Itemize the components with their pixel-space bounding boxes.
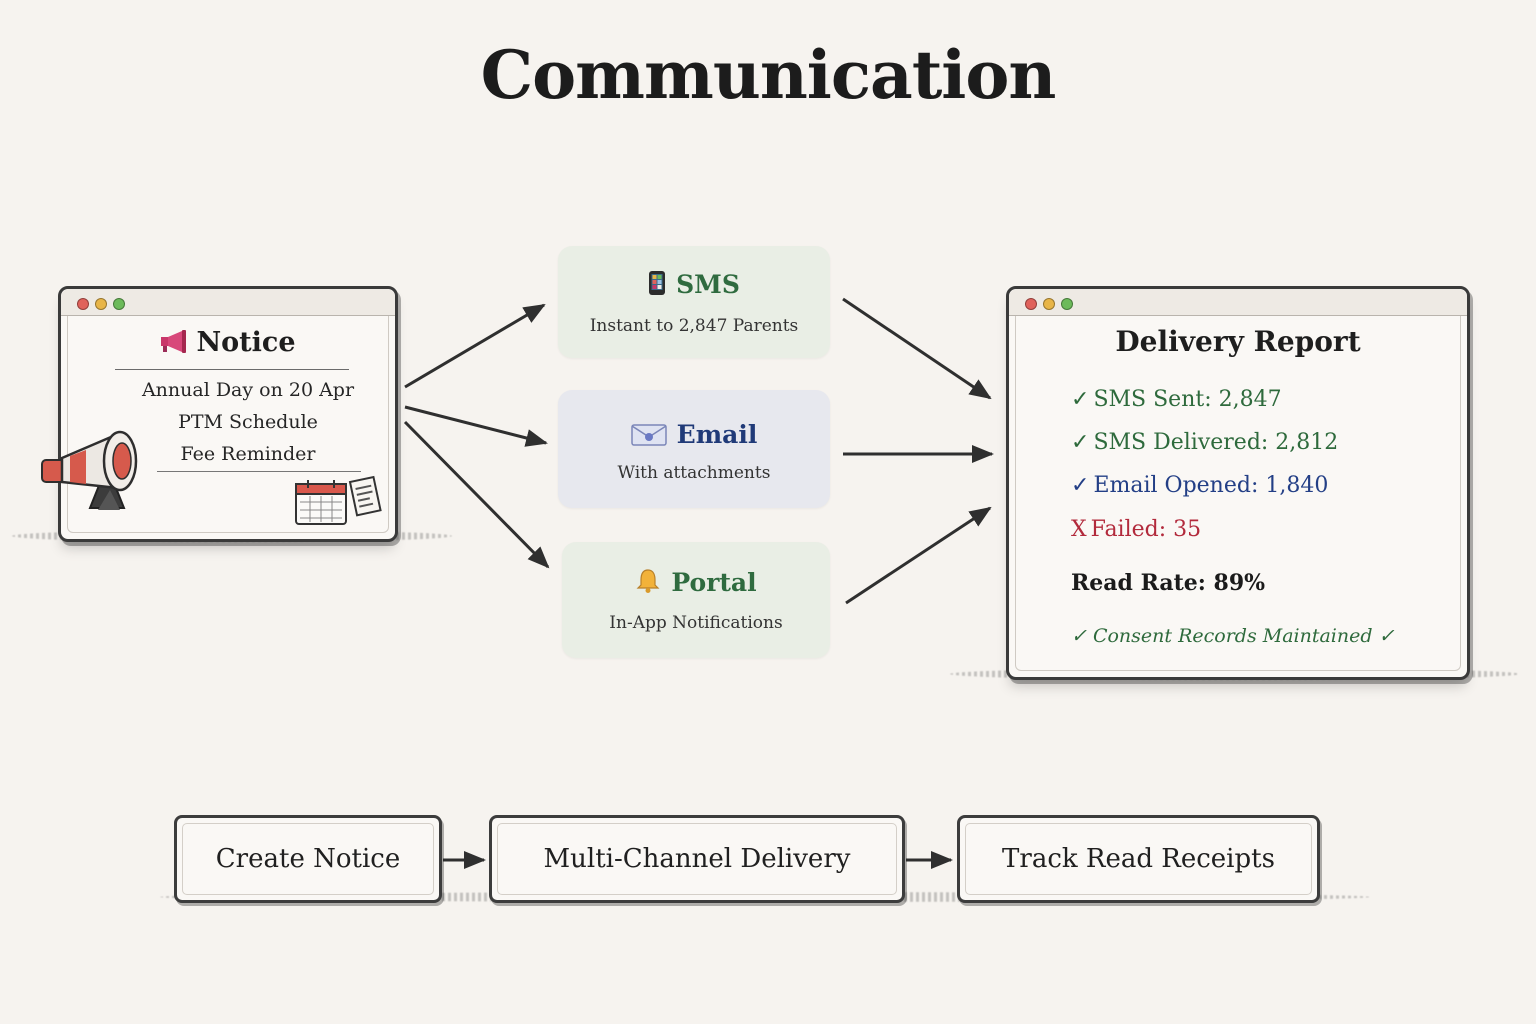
notice-item: Fee Reminder: [180, 443, 316, 465]
email-subtitle: With attachments: [617, 463, 771, 483]
notice-heading: Notice: [61, 327, 395, 360]
window-titlebar: [1009, 289, 1467, 316]
arrow-sms-to-report: [842, 297, 992, 400]
bell-icon: [635, 568, 661, 600]
portal-label: Portal: [671, 568, 757, 597]
arrow-notice-to-portal: [403, 420, 550, 569]
check-icon: ✓: [1071, 473, 1090, 498]
delivery-report-window: Delivery Report ✓SMS Sent: 2,847 ✓SMS De…: [1006, 286, 1470, 680]
report-line-text: Email Opened: 1,840: [1093, 473, 1329, 498]
window-titlebar: [61, 289, 395, 316]
notice-window: Notice Annual Day on 20 Apr PTM Schedule…: [58, 286, 398, 542]
email-channel-card: Email With attachments: [558, 390, 830, 508]
megaphone-icon: [160, 329, 188, 360]
notice-divider: [115, 369, 349, 370]
flow-step-label: Create Notice: [215, 844, 401, 874]
report-line-text: SMS Delivered: 2,812: [1093, 430, 1339, 455]
notice-divider-bottom: [157, 471, 361, 472]
read-rate: Read Rate: 89%: [1071, 570, 1266, 596]
arrow-notice-to-email: [404, 405, 548, 447]
sms-channel-card: SMS Instant to 2,847 Parents: [558, 246, 830, 358]
flow-step-multi-channel-delivery: Multi-Channel Delivery: [489, 815, 905, 903]
portal-channel-title: Portal: [562, 568, 830, 600]
check-icon: ✓: [1071, 430, 1090, 455]
flow-step-label: Track Read Receipts: [1002, 844, 1275, 874]
report-line-text: Failed: 35: [1090, 517, 1202, 542]
portal-subtitle: In-App Notifications: [609, 613, 783, 633]
notice-item: PTM Schedule: [178, 411, 318, 433]
arrow-portal-to-report: [845, 506, 992, 605]
sms-label: SMS: [676, 270, 740, 299]
sms-channel-title: SMS: [558, 270, 830, 302]
flow-step-create-notice: Create Notice: [174, 815, 442, 903]
envelope-icon: [630, 423, 667, 452]
cross-icon: X: [1071, 517, 1087, 542]
notice-item: Annual Day on 20 Apr: [141, 379, 355, 401]
close-dot-icon: [1025, 298, 1037, 310]
email-channel-title: Email: [558, 420, 830, 452]
report-line-sms-delivered: ✓SMS Delivered: 2,812: [1071, 430, 1338, 455]
close-dot-icon: [77, 298, 89, 310]
arrow-notice-to-sms: [404, 303, 546, 389]
page-title: Communication: [480, 36, 1057, 114]
notice-heading-label: Notice: [196, 327, 296, 358]
report-line-sms-sent: ✓SMS Sent: 2,847: [1071, 387, 1282, 412]
flow-step-label: Multi-Channel Delivery: [543, 844, 851, 874]
maximize-dot-icon: [113, 298, 125, 310]
minimize-dot-icon: [95, 298, 107, 310]
report-line-text: SMS Sent: 2,847: [1093, 387, 1282, 412]
email-label: Email: [676, 420, 758, 449]
maximize-dot-icon: [1061, 298, 1073, 310]
portal-channel-card: Portal In-App Notifications: [562, 542, 830, 658]
report-title: Delivery Report: [1115, 325, 1361, 358]
flow-step-track-read-receipts: Track Read Receipts: [957, 815, 1320, 903]
minimize-dot-icon: [1043, 298, 1055, 310]
report-line-email-opened: ✓Email Opened: 1,840: [1071, 473, 1328, 498]
sms-subtitle: Instant to 2,847 Parents: [589, 316, 799, 336]
mobile-phone-icon: [648, 270, 666, 302]
check-icon: ✓: [1071, 387, 1090, 412]
consent-records: ✓ Consent Records Maintained ✓: [1071, 625, 1395, 647]
